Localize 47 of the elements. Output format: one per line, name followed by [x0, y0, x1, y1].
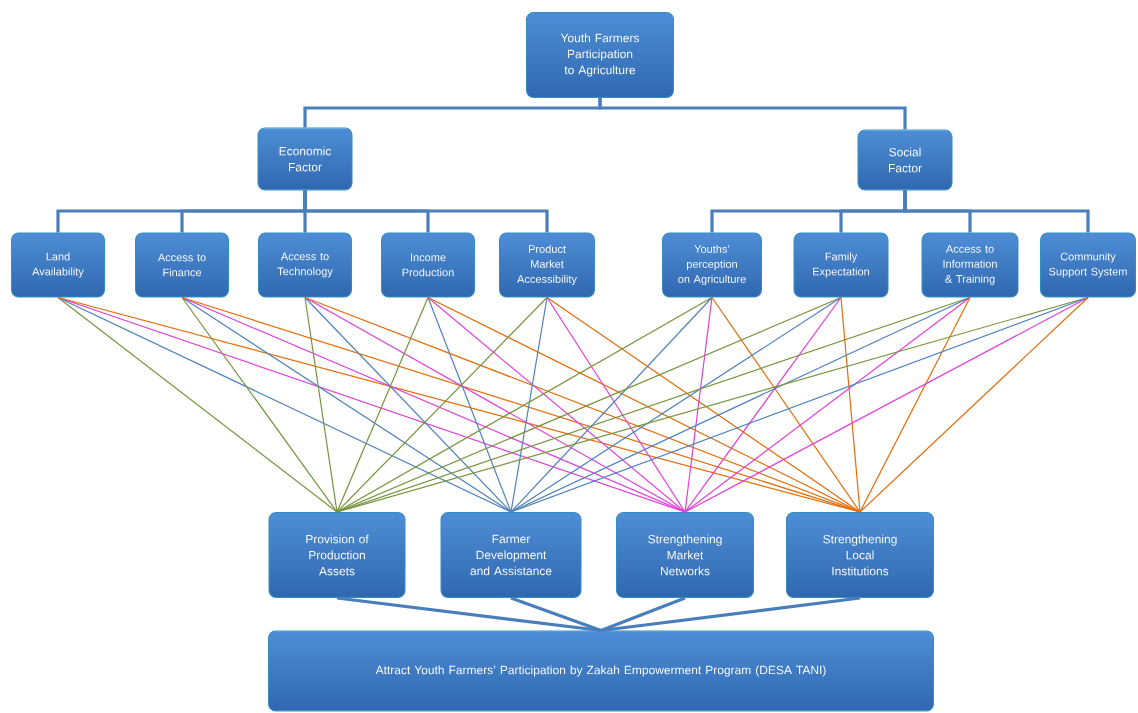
connector — [510, 596, 602, 632]
link-line — [181, 296, 512, 513]
factor-box: Product Market Accessibility — [499, 232, 595, 298]
link-line — [859, 296, 971, 513]
factor-box: Community Support System — [1040, 232, 1136, 298]
factor-box: Access to Technology — [258, 232, 352, 298]
factor-box: Economic Factor — [257, 127, 353, 191]
link-line — [427, 296, 686, 513]
factor-box: Youths’ perception on Agriculture — [662, 232, 762, 298]
factor-box: Family Expectation — [793, 232, 889, 298]
factor-box: Income Production — [381, 232, 475, 298]
program-box: Strengthening Market Networks — [616, 512, 754, 598]
link-line — [510, 296, 713, 513]
root-box: Youth Farmers Participation to Agriculture — [526, 12, 674, 98]
connector — [303, 190, 549, 233]
connector — [598, 98, 907, 130]
link-line — [684, 296, 971, 513]
link-line — [510, 296, 1089, 513]
link-line — [304, 296, 512, 513]
link-line — [684, 296, 842, 513]
link-line — [684, 296, 713, 513]
factor-box: Access to Information & Training — [921, 232, 1019, 298]
link-line — [510, 296, 842, 513]
link-line — [711, 296, 861, 513]
connector — [336, 596, 602, 633]
link-line — [684, 296, 1089, 513]
link-line — [546, 296, 861, 513]
link-line — [57, 296, 338, 513]
factor-box: Access to Finance — [135, 232, 229, 298]
factor-box: Land Availability — [11, 232, 105, 298]
link-line — [859, 296, 1089, 513]
link-line — [510, 296, 548, 513]
connector — [600, 596, 861, 633]
link-line — [181, 296, 338, 513]
link-line — [840, 296, 861, 513]
link-line — [304, 296, 338, 513]
link-line — [336, 296, 429, 513]
goal-box: Attract Youth Farmers’ Participation by Zakah Empowerment Program (DESA TANI) — [268, 630, 934, 712]
link-line — [427, 296, 512, 513]
connector — [600, 596, 686, 632]
link-line — [546, 296, 686, 513]
link-line — [336, 296, 548, 513]
factor-box: Social Factor — [857, 129, 953, 191]
program-box: Strengthening Local Institutions — [786, 512, 934, 598]
program-box: Farmer Development and Assistance — [440, 512, 582, 598]
connector — [903, 190, 1090, 233]
program-box: Provision of Production Assets — [268, 512, 406, 598]
